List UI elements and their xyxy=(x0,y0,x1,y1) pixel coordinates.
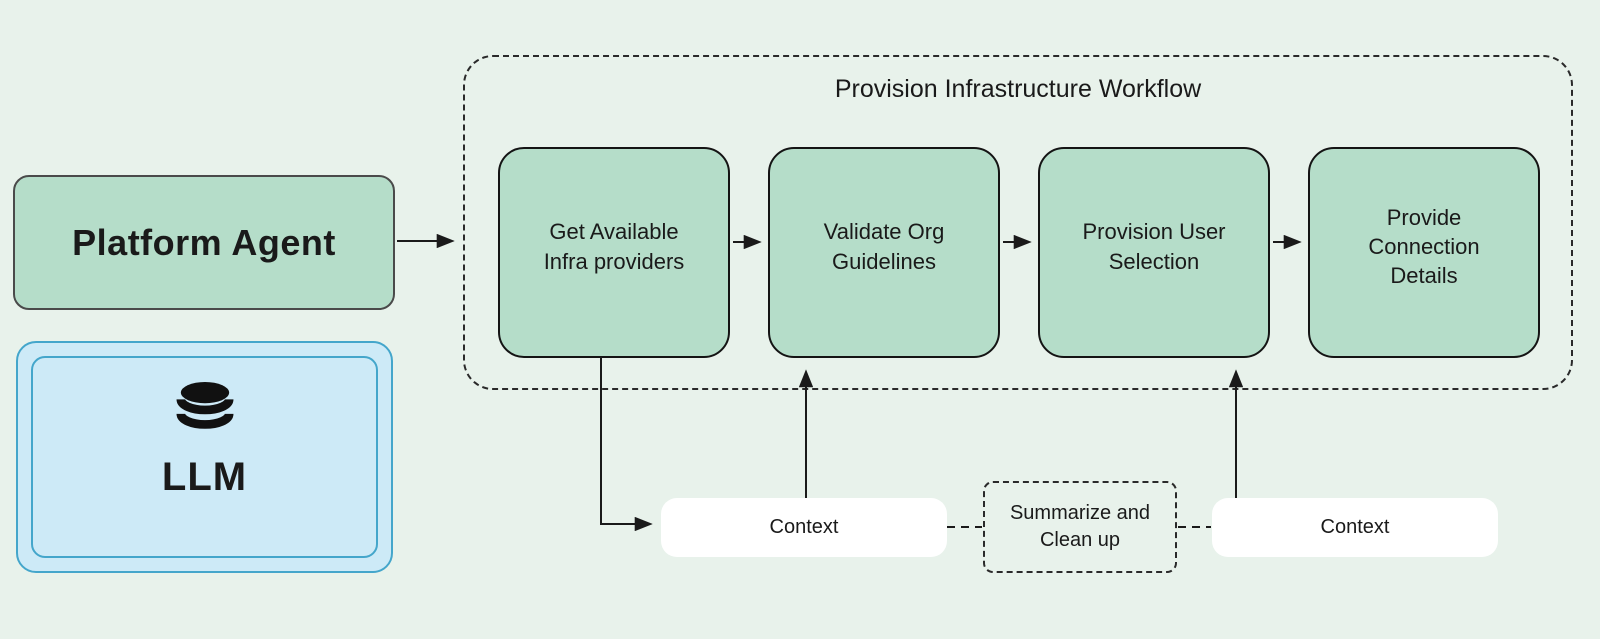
database-icon xyxy=(176,381,233,429)
summarize-label: Summarize and Clean up xyxy=(1009,502,1151,551)
context-label: Context xyxy=(769,516,839,538)
llm-node: LLM xyxy=(16,341,393,573)
step-provision-user-selection: Provision User Selection xyxy=(1038,147,1270,358)
step-label: Get Available Infra providers xyxy=(543,219,685,274)
step-validate-org-guidelines: Validate Org Guidelines xyxy=(768,147,1000,358)
context-node-right: Context xyxy=(1212,498,1498,557)
platform-agent-node: Platform Agent xyxy=(13,175,395,310)
step-label: Validate Org Guidelines xyxy=(823,219,945,274)
context-label: Context xyxy=(1320,516,1390,538)
llm-label: LLM xyxy=(161,454,248,499)
workflow-title: Provision Infrastructure Workflow xyxy=(834,75,1202,103)
step-label: Provide Connection Details xyxy=(1368,204,1480,289)
summarize-and-clean-up-node: Summarize and Clean up xyxy=(983,481,1177,573)
llm-node-inner: LLM xyxy=(31,356,378,558)
step-provide-connection-details: Provide Connection Details xyxy=(1308,147,1540,358)
platform-agent-label: Platform Agent xyxy=(72,221,336,263)
step-get-available-infra-providers: Get Available Infra providers xyxy=(498,147,730,358)
step-label: Provision User Selection xyxy=(1082,219,1226,274)
context-node-left: Context xyxy=(661,498,947,557)
provision-infrastructure-workflow-group: Provision Infrastructure Workflow xyxy=(463,55,1573,390)
